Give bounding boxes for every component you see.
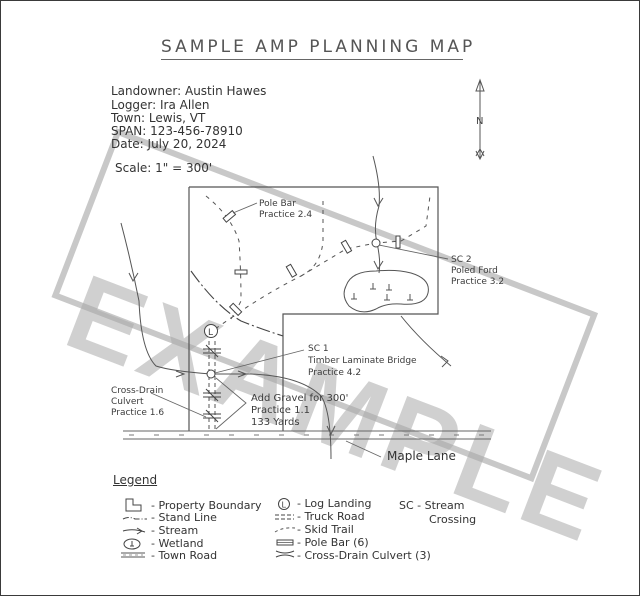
property-boundary bbox=[188, 186, 439, 431]
town-text: Town: Lewis, VT bbox=[111, 111, 206, 125]
scale-text: Scale: 1" = 300' bbox=[115, 161, 213, 175]
wetland bbox=[343, 269, 429, 313]
svg-text:L: L bbox=[282, 501, 287, 510]
span-text: SPAN: 123-456-78910 bbox=[111, 124, 243, 138]
pole-bar-label: Pole Bar bbox=[259, 199, 296, 209]
legend-log-landing: - Log Landing bbox=[297, 497, 372, 510]
north-label: N bbox=[476, 116, 484, 127]
legend-stand-line: - Stand Line bbox=[151, 511, 217, 524]
sc2-label: SC 2 bbox=[451, 255, 472, 265]
log-landing-icon: L bbox=[208, 328, 213, 338]
legend-skid-trail: - Skid Trail bbox=[297, 523, 354, 536]
legend-stream: - Stream bbox=[151, 524, 199, 537]
legend-pole-bar: - Pole Bar (6) bbox=[297, 536, 369, 549]
map-title: SAMPLE AMP PLANNING MAP bbox=[161, 37, 476, 57]
gravel-yards: 133 Yards bbox=[251, 417, 300, 428]
date-text: Date: July 20, 2024 bbox=[111, 137, 227, 151]
gravel-label: Add Gravel for 300' bbox=[251, 393, 349, 404]
pole-bars bbox=[222, 209, 401, 317]
sc2-type: Poled Ford bbox=[451, 266, 498, 276]
landowner-text: Landowner: Austin Hawes bbox=[111, 84, 267, 98]
legend-title: Legend bbox=[113, 473, 158, 487]
pole-bar-practice: Practice 2.4 bbox=[259, 210, 313, 220]
title-underline bbox=[161, 59, 463, 60]
legend-town-road: - Town Road bbox=[151, 549, 218, 562]
cross-drain-practice: Practice 1.6 bbox=[111, 408, 165, 418]
cross-drain-label: Cross-Drain bbox=[111, 386, 164, 396]
legend-property-boundary: - Property Boundary bbox=[151, 499, 262, 512]
legend-stream-crossing-line2: Crossing bbox=[429, 513, 477, 526]
town-road bbox=[123, 430, 491, 440]
legend-stream-crossing: SC - Stream bbox=[399, 499, 465, 512]
legend-wetland: - Wetland bbox=[151, 537, 204, 550]
cross-drain-culverts bbox=[203, 344, 221, 423]
road-name-label: Maple Lane bbox=[387, 449, 456, 463]
sc1-practice: Practice 4.2 bbox=[308, 368, 362, 378]
legend-truck-road: - Truck Road bbox=[297, 510, 365, 523]
cross-drain-culvert-label: Culvert bbox=[111, 397, 144, 407]
legend-cross-drain-culvert: - Cross-Drain Culvert (3) bbox=[297, 549, 431, 562]
gravel-practice: Practice 1.1 bbox=[251, 405, 311, 416]
sc2-practice: Practice 3.2 bbox=[451, 277, 505, 287]
sc1-type: Timber Laminate Bridge bbox=[308, 356, 417, 366]
sc1-label: SC 1 bbox=[308, 344, 329, 354]
logger-text: Logger: Ira Allen bbox=[111, 98, 210, 112]
